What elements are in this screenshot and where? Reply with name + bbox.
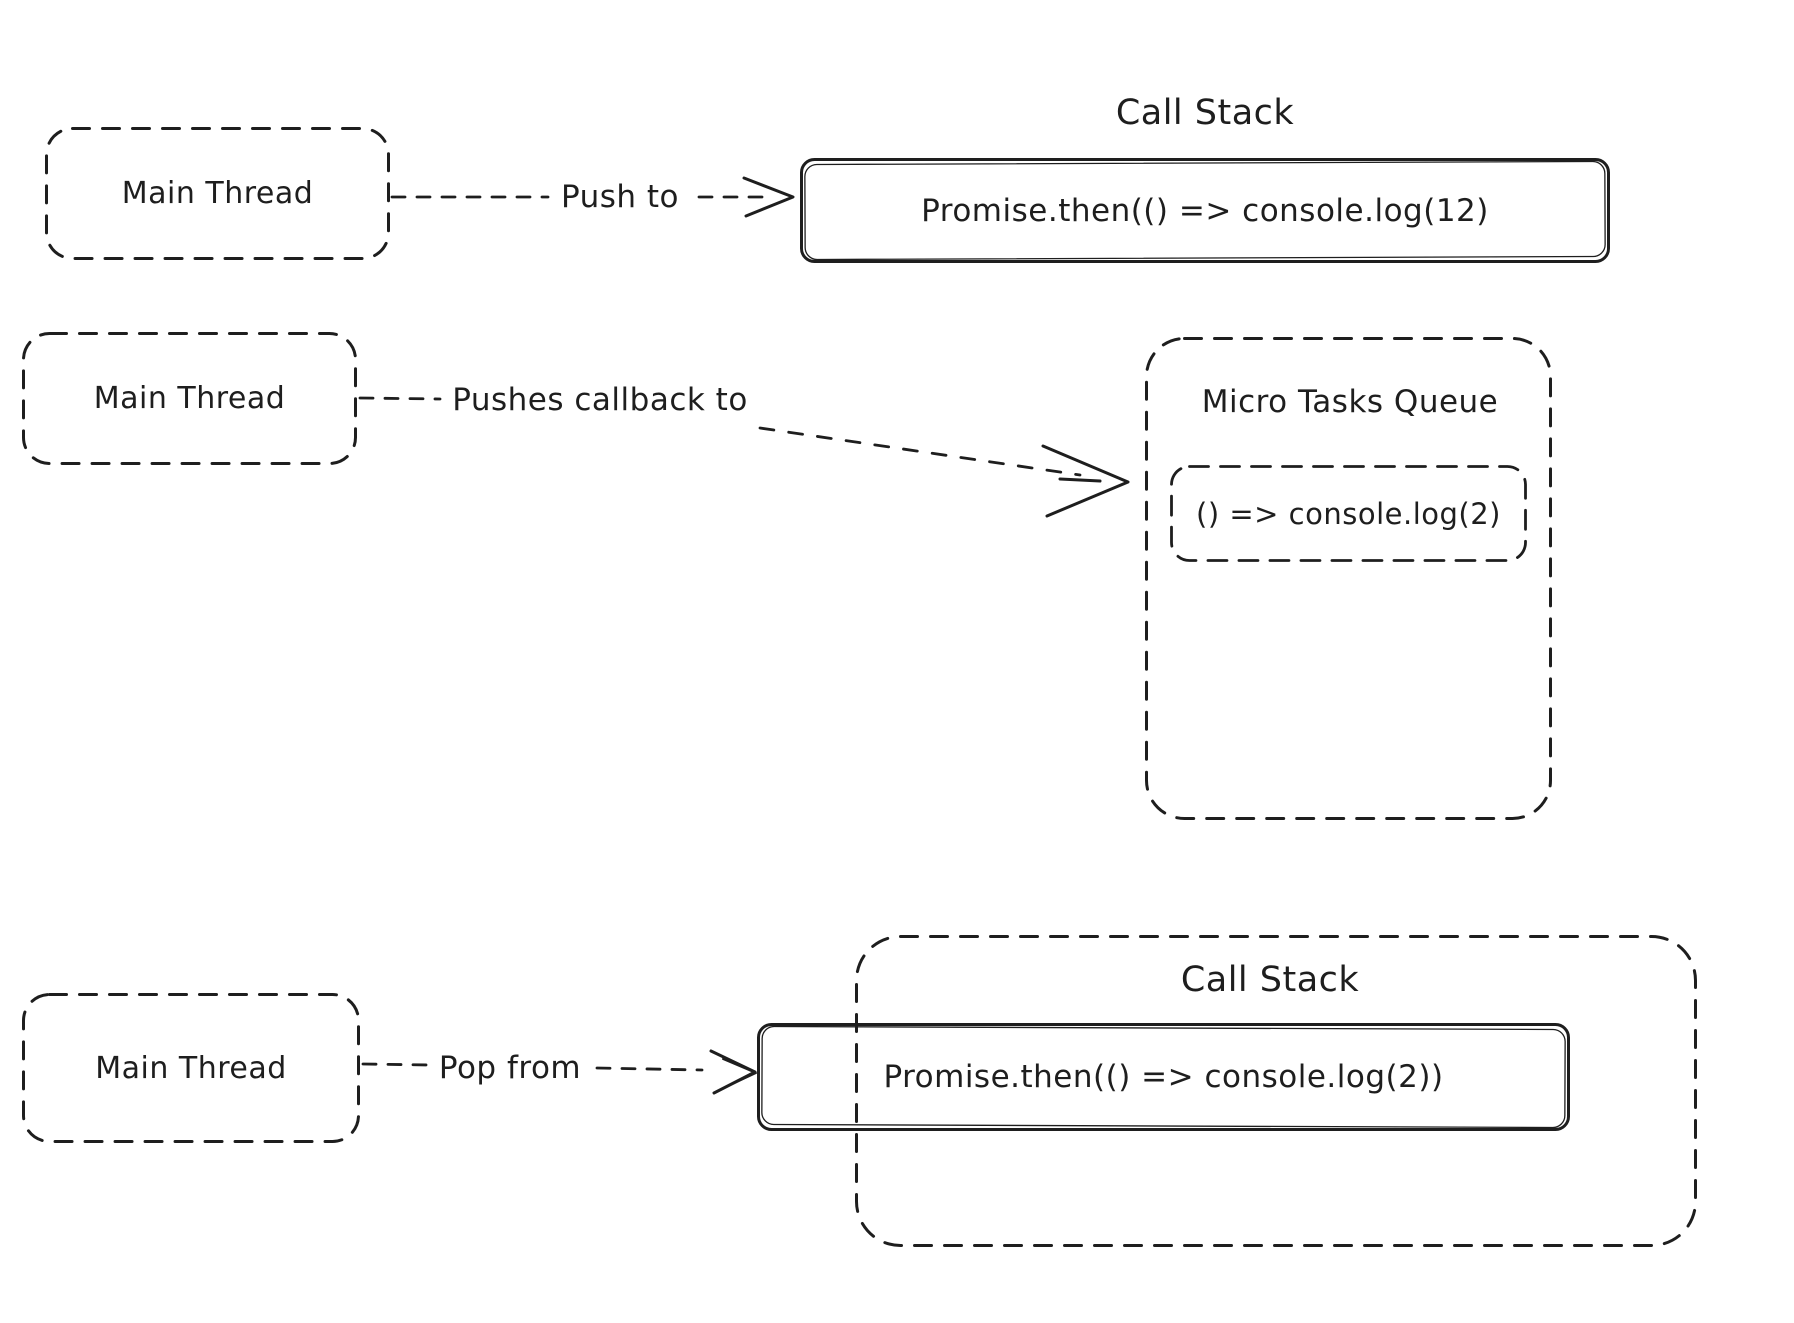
micro-tasks-queue-item: () => console.log(2) (1196, 496, 1501, 531)
main-thread-label-middle: Main Thread (93, 381, 286, 416)
pushes-callback-arrow-segment-right (758, 426, 1082, 477)
pushes-callback-arrow-label: Pushes callback to (452, 382, 748, 418)
call-stack-box-bottom-sketch-stroke (761, 1025, 1566, 1129)
main-thread-box-top (45, 127, 390, 260)
call-stack-box-bottom (757, 1023, 1570, 1131)
call-stack-item-bottom: Promise.then(() => console.log(2)) (883, 1059, 1444, 1095)
micro-tasks-queue-title: Micro Tasks Queue (1201, 384, 1499, 420)
micro-tasks-queue-item-box (1170, 465, 1527, 562)
push-to-arrow-label: Push to (560, 179, 680, 215)
pushes-callback-arrowhead-icon (1041, 444, 1130, 518)
main-thread-box-middle (22, 332, 357, 465)
call-stack-box-top (800, 158, 1610, 263)
pop-from-arrow-label: Pop from (438, 1050, 582, 1086)
call-stack-region-box (855, 935, 1697, 1247)
pop-from-arrowhead-inner-stroke (722, 1058, 757, 1088)
pushes-callback-arrow-segment-left (358, 396, 442, 401)
main-thread-label-bottom: Main Thread (95, 1050, 287, 1086)
pop-from-arrow-segment-left (361, 1062, 432, 1067)
call-stack-box-top-sketch-stroke (804, 160, 1606, 261)
pop-from-arrow-segment-right (595, 1066, 704, 1072)
call-stack-item-top: Promise.then(() => console.log(12) (921, 192, 1489, 229)
micro-tasks-queue-box (1145, 337, 1552, 820)
pushes-callback-arrowhead-inner-dash (1058, 477, 1102, 483)
pop-from-arrowhead-icon (709, 1049, 757, 1095)
call-stack-title-bottom: Call Stack (1180, 959, 1360, 1000)
push-to-arrowhead-icon (742, 176, 795, 218)
main-thread-box-bottom (22, 993, 360, 1143)
call-stack-title-top: Call Stack (1115, 92, 1295, 133)
main-thread-label-top: Main Thread (121, 176, 314, 211)
